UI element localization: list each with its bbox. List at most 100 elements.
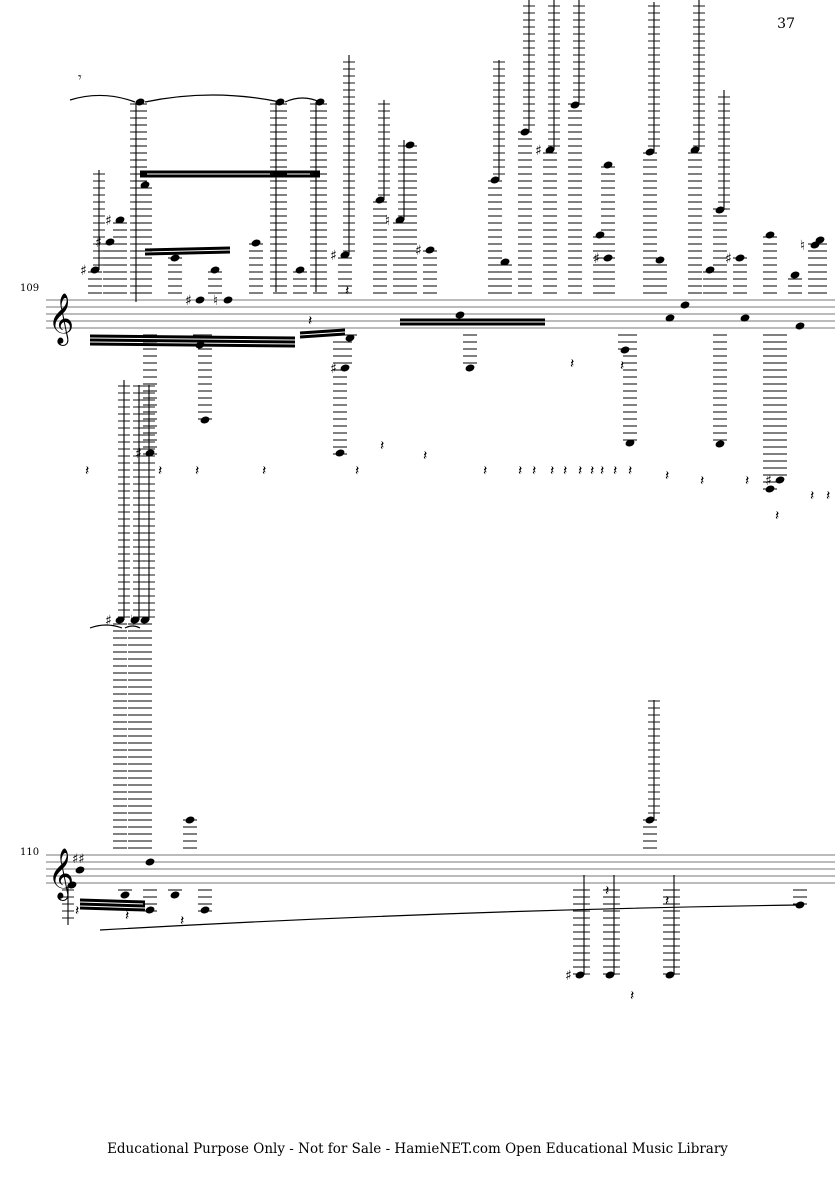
sharp-icon: ♯ xyxy=(765,473,772,489)
notehead xyxy=(545,146,555,154)
notehead xyxy=(705,266,715,274)
notehead xyxy=(395,216,405,224)
notehead xyxy=(200,416,210,424)
notehead xyxy=(340,251,350,259)
rest-icon: 𝄽 xyxy=(158,463,162,479)
notehead xyxy=(200,906,210,914)
rest-icon: 𝄽 xyxy=(563,463,567,479)
sharp-icon: ♯ xyxy=(535,143,542,159)
rest-icon: 𝄽 xyxy=(665,468,669,484)
rest-icon: 𝄽 xyxy=(308,313,312,329)
notehead xyxy=(375,196,385,204)
rest-icon: 𝄽 xyxy=(613,463,617,479)
tie-slur xyxy=(124,625,141,629)
rest-icon: 𝄽 xyxy=(620,358,624,374)
sharp-icon: ♯ xyxy=(330,361,337,377)
notehead xyxy=(115,216,125,224)
rest-icon: 𝄽 xyxy=(630,988,634,1004)
beam xyxy=(89,338,296,344)
notehead xyxy=(570,101,580,109)
notehead xyxy=(765,485,775,493)
notehead xyxy=(790,271,800,279)
rest-icon: 𝄽 xyxy=(578,463,582,479)
notehead xyxy=(795,322,805,330)
notehead xyxy=(603,161,613,169)
natural-icon: ♮ xyxy=(213,293,218,309)
notehead xyxy=(603,254,613,262)
notehead xyxy=(680,301,690,309)
notehead xyxy=(455,311,465,319)
notehead xyxy=(145,858,155,866)
treble-clef-icon: 𝄞 xyxy=(48,848,74,901)
notehead xyxy=(115,616,125,624)
notehead xyxy=(130,616,140,624)
tie-slur xyxy=(69,94,136,103)
key-signature-icon: ♯♯ xyxy=(72,852,85,867)
notehead xyxy=(185,816,195,824)
rest-icon: 𝄽 xyxy=(628,463,632,479)
notehead xyxy=(145,449,155,457)
natural-icon: ♮ xyxy=(800,238,805,254)
notehead xyxy=(210,266,220,274)
notehead xyxy=(645,148,655,156)
notehead xyxy=(645,816,655,824)
tie-slur xyxy=(99,904,801,931)
rest-icon: 𝄽 xyxy=(590,463,594,479)
beam xyxy=(299,328,346,335)
notehead xyxy=(715,206,725,214)
rest-icon: 𝄽 xyxy=(775,508,779,524)
notehead xyxy=(735,254,745,262)
rest-icon: 𝄽 xyxy=(355,463,359,479)
notehead xyxy=(520,128,530,136)
notehead xyxy=(765,231,775,239)
sharp-icon: ♯ xyxy=(593,251,600,267)
rest-icon: 𝄽 xyxy=(195,463,199,479)
notehead xyxy=(810,241,820,249)
notehead xyxy=(345,334,355,342)
beam xyxy=(89,334,296,340)
notehead xyxy=(251,239,261,247)
notehead xyxy=(575,971,585,979)
beam xyxy=(79,906,146,912)
natural-icon: ♮ xyxy=(385,213,390,229)
tie-slur xyxy=(284,97,321,103)
notehead xyxy=(223,296,233,304)
notehead xyxy=(295,266,305,274)
rest-icon: 𝄽 xyxy=(745,473,749,489)
rest-icon: 𝄽 xyxy=(180,913,184,929)
sharp-icon: ♯ xyxy=(95,235,102,251)
notehead xyxy=(500,258,510,266)
notehead xyxy=(465,364,475,372)
natural-icon: ♮ xyxy=(130,613,135,629)
notehead xyxy=(67,881,77,889)
notehead xyxy=(340,364,350,372)
notehead xyxy=(665,971,675,979)
notehead xyxy=(655,256,665,264)
rest-icon: 𝄽 xyxy=(518,463,522,479)
sharp-icon: ♯ xyxy=(415,243,422,259)
rest-icon: 𝄽 xyxy=(810,488,814,504)
rest-icon: 𝄽 xyxy=(125,908,129,924)
rest-icon: 𝄽 xyxy=(700,473,704,489)
notehead xyxy=(105,238,115,246)
sharp-icon: ♯ xyxy=(80,263,87,279)
notehead xyxy=(775,476,785,484)
notehead xyxy=(740,314,750,322)
notehead xyxy=(405,141,415,149)
rest-icon: 𝄽 xyxy=(570,356,574,372)
notehead xyxy=(170,891,180,899)
notehead xyxy=(625,439,635,447)
notehead xyxy=(715,440,725,448)
notehead xyxy=(120,891,130,899)
sharp-icon: ♯ xyxy=(565,968,572,984)
sharp-icon: ♯ xyxy=(135,446,142,462)
measure-number-110: 110 xyxy=(20,847,40,858)
sharp-icon: ♯ xyxy=(185,293,192,309)
tie-slur xyxy=(144,94,281,103)
rest-icon: 𝄽 xyxy=(345,283,349,299)
notehead xyxy=(335,449,345,457)
notehead xyxy=(425,246,435,254)
rest-icon: 𝄽 xyxy=(483,463,487,479)
page-number: 37 xyxy=(777,16,795,32)
